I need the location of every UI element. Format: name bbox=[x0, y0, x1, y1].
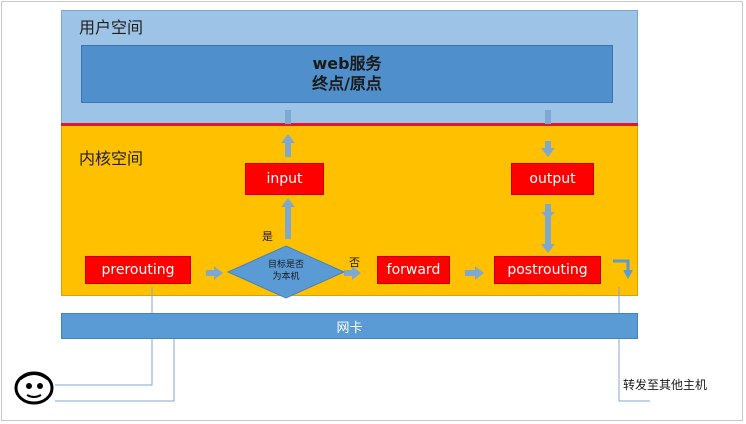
forward-other-host-label: 转发至其他主机 bbox=[623, 378, 708, 392]
decision-to-input-shaft bbox=[285, 205, 291, 239]
web-to-output-shaft bbox=[545, 141, 551, 153]
input-to-web-arrowhead bbox=[281, 134, 295, 143]
input-to-web-shaft bbox=[285, 141, 291, 157]
decision-diamond bbox=[226, 245, 346, 299]
output-down-chevron bbox=[541, 212, 555, 219]
client-to-nic-line bbox=[55, 339, 175, 402]
web-service-box: web服务 终点/原点 bbox=[81, 45, 613, 103]
decision-no-label: 否 bbox=[349, 256, 360, 269]
input-chain-box: input bbox=[245, 163, 324, 195]
nic-to-client-line bbox=[55, 339, 153, 386]
decision-label-line1: 目标是否 bbox=[267, 260, 304, 270]
prerouting-to-decision-shaft bbox=[206, 270, 216, 276]
decision-yes-label: 是 bbox=[262, 230, 273, 243]
web-service-title: web服务 bbox=[312, 54, 382, 73]
prerouting-chain-box: prerouting bbox=[85, 256, 191, 284]
postrouting-chain-box: postrouting bbox=[494, 256, 601, 284]
client-face-icon bbox=[14, 371, 54, 405]
postrouting-exit-arrowhead bbox=[623, 270, 633, 279]
web-to-output-shaft-top bbox=[545, 110, 551, 124]
user-space-label: 用户空间 bbox=[79, 18, 144, 37]
web-to-output-arrowhead bbox=[541, 148, 555, 157]
nic-bar: 网卡 bbox=[61, 313, 638, 339]
decision-to-forward-arrowhead bbox=[352, 266, 361, 280]
output-chain-box: output bbox=[511, 163, 594, 195]
decision-to-forward-shaft bbox=[344, 270, 354, 276]
output-to-postrouting-arrowhead bbox=[541, 244, 555, 253]
prerouting-to-decision-arrowhead bbox=[214, 266, 223, 280]
forward-to-postrouting-arrowhead bbox=[475, 266, 484, 280]
user-space-input-shaft bbox=[285, 110, 291, 124]
web-service-subtitle: 终点/原点 bbox=[312, 74, 382, 93]
kernel-space-label: 内核空间 bbox=[79, 149, 144, 168]
nic-to-other-host-line bbox=[618, 339, 650, 402]
forward-chain-box: forward bbox=[377, 256, 450, 284]
user-kernel-divider bbox=[61, 123, 638, 126]
forward-to-postrouting-shaft bbox=[465, 270, 477, 276]
postrouting-exit-line bbox=[613, 259, 630, 273]
decision-label-line2: 为本机 bbox=[272, 272, 300, 282]
decision-to-input-arrowhead bbox=[281, 198, 295, 207]
output-to-postrouting-shaft bbox=[545, 204, 551, 244]
